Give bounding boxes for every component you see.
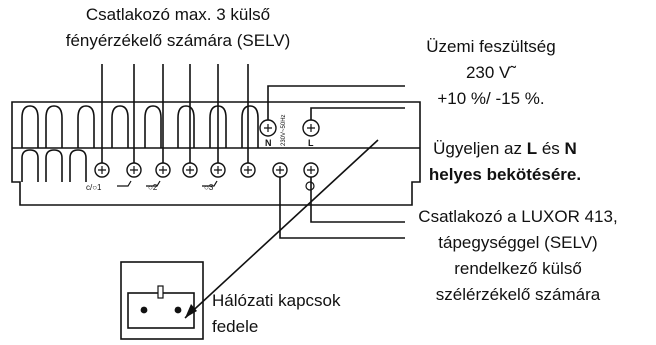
mains-cover <box>120 261 204 340</box>
sensor-input-2-label: ○2 <box>148 183 158 192</box>
lower-slot <box>45 149 63 182</box>
top-caption-line1: Csatlakozó max. 3 külső <box>85 5 271 24</box>
ln-warning-line2: helyes bekötésére. <box>428 165 582 184</box>
cover-caption: Hálózati kapcsok fedele <box>212 288 392 340</box>
pointer-line <box>184 139 379 319</box>
top-caption-line2: fényérzékelő számára (SELV) <box>65 31 291 50</box>
luxor-line4: szélérzékelő számára <box>435 285 601 304</box>
voltage-line1: Üzemi feszültség <box>426 37 556 56</box>
cover-line2: fedele <box>212 317 259 336</box>
lower-slot <box>21 149 39 182</box>
voltage-line2: 230 V˜ <box>465 63 517 82</box>
socket-symbol <box>140 285 182 314</box>
upper-slot <box>241 105 259 148</box>
voltage-line3: +10 %/ -15 %. <box>437 89 545 108</box>
voltage-caption: Üzemi feszültség 230 V˜ +10 %/ -15 %. <box>396 34 586 112</box>
label-L: L <box>308 138 314 148</box>
ln-N: N <box>564 139 577 158</box>
arrowhead <box>185 304 197 318</box>
housing-outline <box>11 101 421 206</box>
upper-slot <box>45 105 63 148</box>
luxor-line1: Csatlakozó a LUXOR 413, <box>418 207 618 226</box>
lower-slot <box>69 149 87 182</box>
upper-slot <box>21 105 39 148</box>
upper-slot <box>177 105 195 148</box>
ln-L: L <box>526 139 538 158</box>
rating-label: 230V~50Hz <box>281 114 287 146</box>
upper-slot <box>111 105 129 148</box>
luxor-line3: rendelkező külső <box>454 259 582 278</box>
cover-line1: Hálózati kapcsok <box>212 291 341 310</box>
ln-warning-line1: Ügyeljen az L és N <box>433 139 577 158</box>
upper-slot <box>144 105 162 148</box>
upper-slot <box>77 105 95 148</box>
top-caption: Csatlakozó max. 3 külső fényérzékelő szá… <box>48 2 308 54</box>
sensor-input-1-label: ᴄ/○1 <box>86 183 102 192</box>
luxor-caption: Csatlakozó a LUXOR 413, tápegységgel (SE… <box>398 204 638 308</box>
label-N: N <box>265 138 272 148</box>
ln-warning: Ügyeljen az L és N helyes bekötésére. <box>400 136 610 188</box>
sensor-input-3-label: ○3 <box>204 183 214 192</box>
luxor-line2: tápegységgel (SELV) <box>438 233 598 252</box>
